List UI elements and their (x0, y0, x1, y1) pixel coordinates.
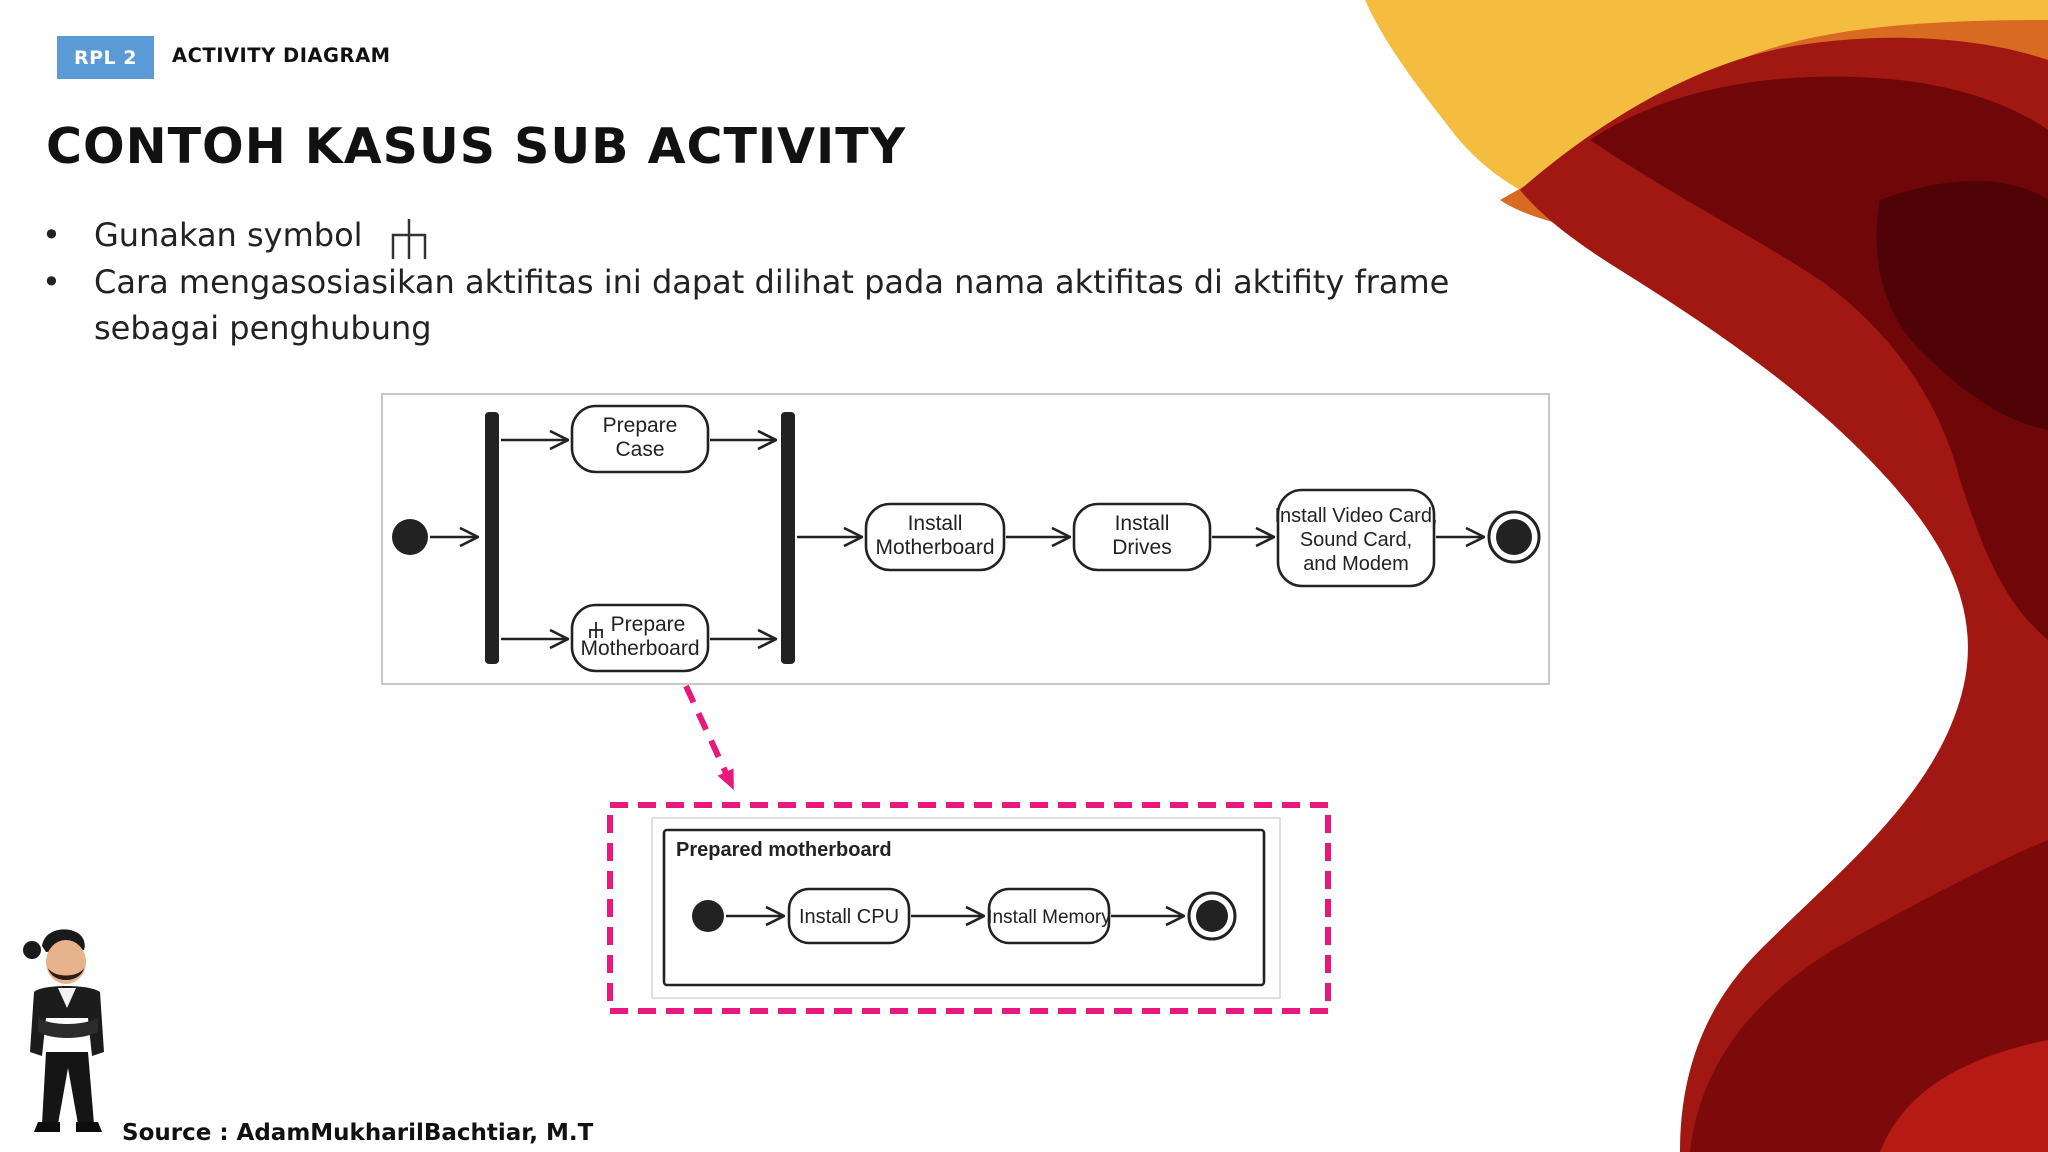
activity-label: Drives (1112, 536, 1172, 559)
avatar-legs (42, 1052, 94, 1124)
presenter-avatar (23, 929, 104, 1132)
bullet-dot: • (42, 216, 61, 254)
deco-maroon-shape (1876, 181, 2048, 430)
page-title: CONTOH KASUS SUB ACTIVITY (46, 118, 907, 175)
fork-bar (485, 412, 499, 664)
bullet-list: • Gunakan symbol • Cara mengasosiasikan … (42, 212, 1542, 351)
rake-icon (589, 622, 603, 638)
activity-label: Motherboard (580, 637, 699, 660)
avatar-arms (38, 1018, 98, 1038)
activity-label: Motherboard (875, 536, 994, 559)
sub-initial-node (692, 900, 724, 932)
activity-install-motherboard (864, 502, 1006, 572)
avatar-shoes (34, 1122, 102, 1132)
final-node-inner (1496, 519, 1532, 555)
activity-label: Sound Card, (1300, 529, 1412, 551)
activity-label: and Modem (1303, 553, 1409, 575)
source-credit: Source : AdamMukharilBachtiar, M.T (122, 1120, 594, 1146)
avatar-face (46, 940, 86, 984)
bullet-text: Gunakan symbol (94, 212, 1542, 259)
sub-activity-frame-label: Prepared motherboard (676, 839, 892, 861)
bullet-item-symbol: • Gunakan symbol (42, 212, 1542, 259)
activity-prepare-case (570, 404, 710, 474)
activity-install-drives (1072, 502, 1212, 572)
join-bar (781, 412, 795, 664)
bullet-dot: • (42, 263, 61, 301)
activity-label: Install Video Card, (1274, 505, 1437, 527)
avatar-bun (23, 941, 41, 959)
avatar-shirt (58, 988, 76, 1008)
initial-node (392, 519, 428, 555)
rake-icon (391, 219, 426, 259)
activity-label: Prepare (603, 414, 678, 437)
sub-final-node-inner (1196, 900, 1228, 932)
avatar-jacket (30, 986, 104, 1056)
highlight-connector-arrow (683, 684, 735, 790)
bullet-text-symbol: Gunakan symbol (94, 216, 363, 254)
deco-bottom-crimson-shape (1880, 1040, 2048, 1152)
bullet-text-association: Cara mengasosiasikan aktifitas ini dapat… (94, 263, 1450, 347)
activity-label: Install CPU (799, 906, 899, 928)
activity-label: Case (615, 438, 664, 461)
activity-label: Install Memory (987, 907, 1111, 928)
activity-install-video-card (1276, 488, 1436, 588)
activity-install-memory (987, 887, 1111, 945)
activity-label: Install (908, 512, 963, 535)
activity-install-cpu (787, 887, 911, 945)
avatar-beard (48, 968, 84, 980)
course-badge: RPL 2 (57, 36, 154, 79)
activity-prepare-motherboard (570, 603, 710, 673)
sub-activity-frame (662, 828, 1266, 987)
section-label: ACTIVITY DIAGRAM (172, 44, 391, 67)
bullet-item-association: • Cara mengasosiasikan aktifitas ini dap… (42, 259, 1542, 351)
activity-label: Prepare (611, 613, 686, 636)
activity-label: Install (1115, 512, 1170, 535)
